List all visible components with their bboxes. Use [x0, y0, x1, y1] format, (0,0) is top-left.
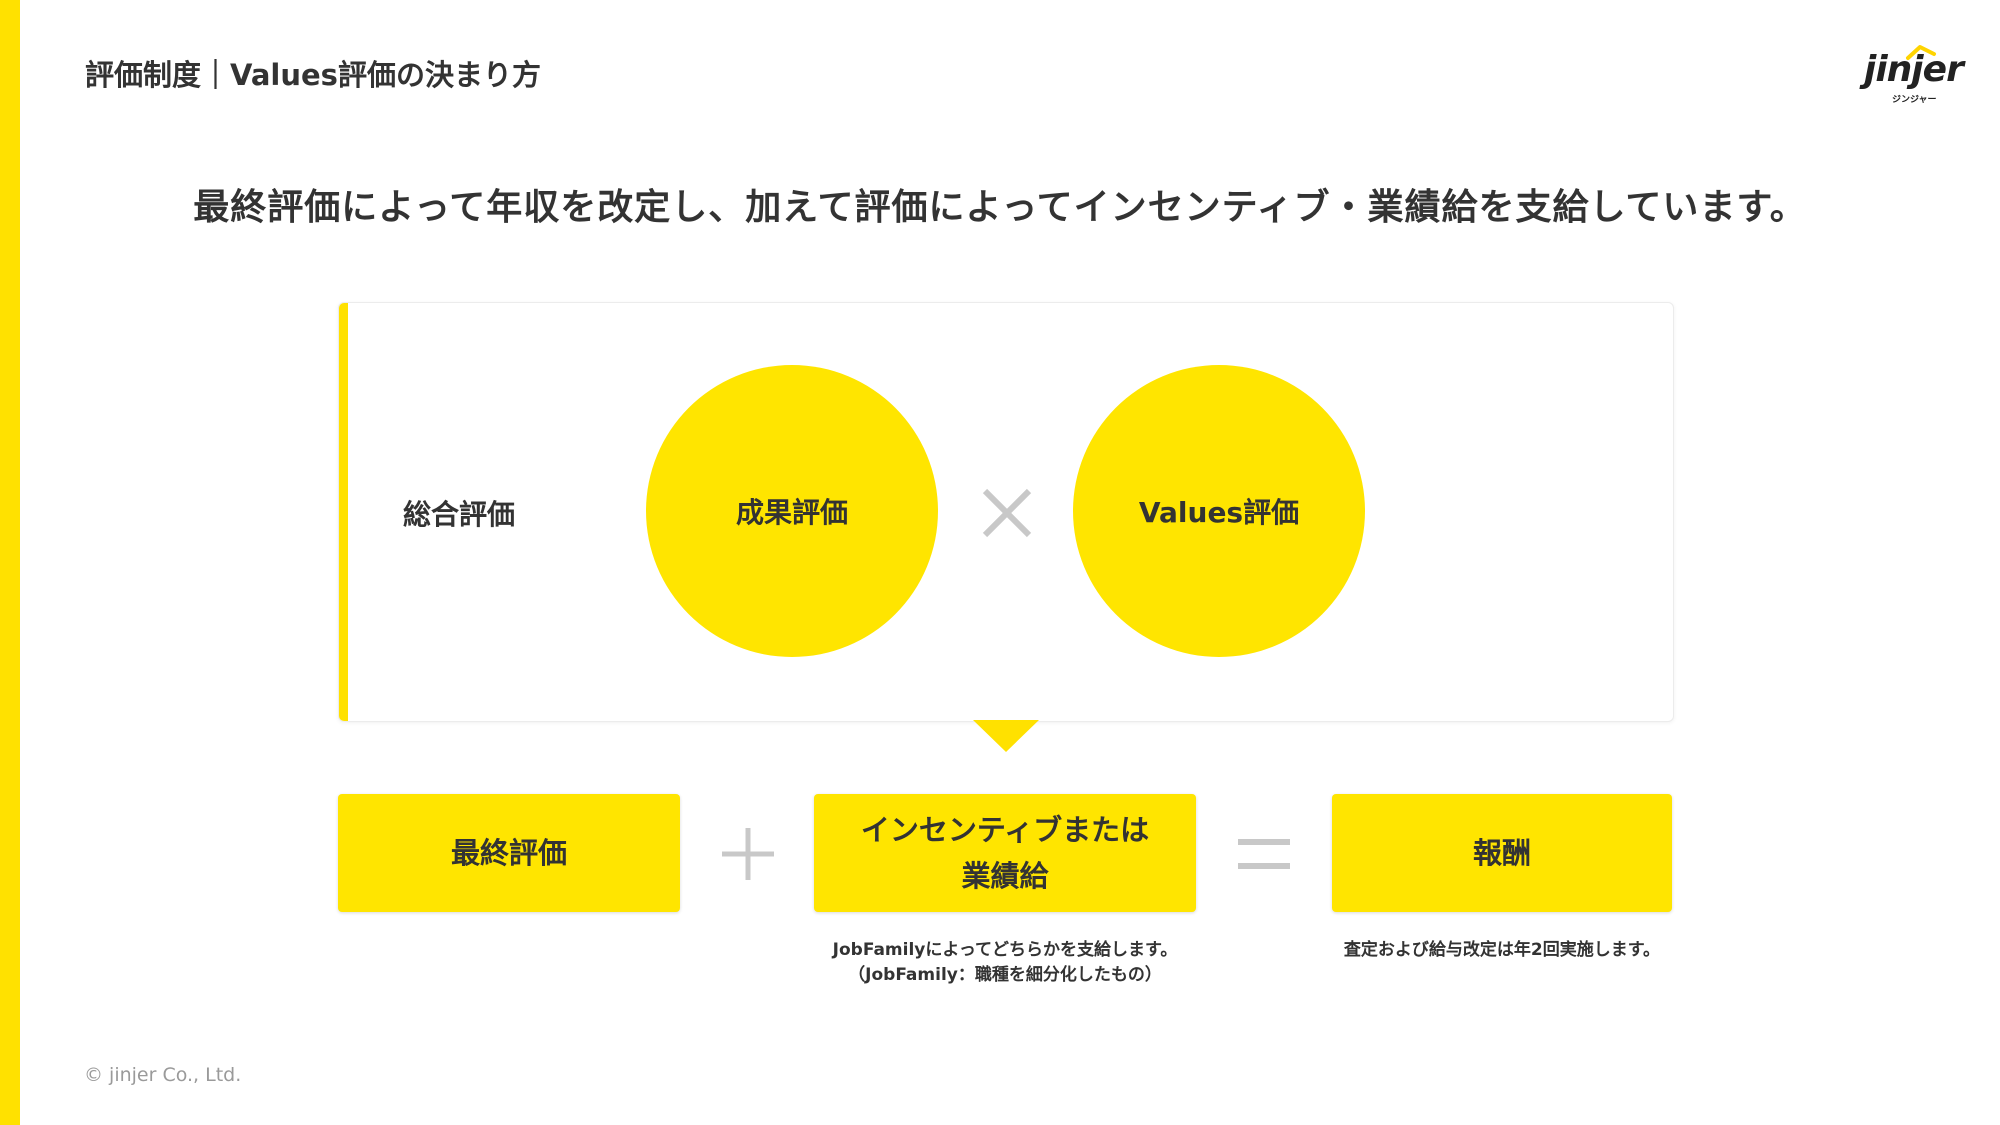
- plus-icon: [720, 826, 776, 882]
- compensation-note: 査定および給与改定は年2回実施します。: [1343, 940, 1661, 960]
- logo-roof-icon: [1906, 45, 1936, 60]
- final-evaluation-box: 最終評価: [338, 794, 680, 912]
- incentive-label-line-1: インセンティブまたは: [860, 813, 1150, 847]
- jinjer-logo: jinjer ジンジャー: [1858, 44, 1976, 110]
- copyright: © jinjer Co., Ltd.: [84, 1064, 242, 1086]
- overall-evaluation-label: 総合評価: [403, 498, 516, 531]
- final-evaluation-label: 最終評価: [450, 836, 567, 870]
- incentive-box: インセンティブまたは 業績給: [814, 794, 1196, 912]
- compensation-label: 報酬: [1472, 836, 1531, 870]
- values-evaluation-circle: Values評価: [1073, 365, 1365, 657]
- logo-subtitle: ジンジャー: [1892, 95, 1937, 105]
- overall-evaluation-panel: 総合評価 成果評価 Values評価: [338, 302, 1674, 722]
- headline: 最終評価によって年収を改定し、加えて評価によってインセンティブ・業績給を支給して…: [193, 187, 1807, 228]
- incentive-note-line-2: （JobFamily：職種を細分化したもの）: [848, 965, 1162, 985]
- accent-bar: [0, 0, 20, 1125]
- multiply-icon: [979, 485, 1035, 541]
- panel-accent-stripe: [339, 303, 348, 721]
- equals-icon: [1236, 836, 1292, 872]
- incentive-note: JobFamilyによってどちらかを支給します。 （JobFamily：職種を細…: [764, 938, 1246, 988]
- logo-wordmark: jinjer: [1864, 49, 1964, 90]
- performance-evaluation-circle: 成果評価: [646, 365, 938, 657]
- performance-evaluation-label: 成果評価: [735, 496, 848, 529]
- incentive-note-line-1: JobFamilyによってどちらかを支給します。: [832, 940, 1178, 960]
- incentive-label-line-2: 業績給: [961, 859, 1049, 893]
- down-pointer-icon: [973, 720, 1039, 752]
- compensation-box: 報酬: [1332, 794, 1672, 912]
- page-title: 評価制度｜Values評価の決まり方: [85, 58, 541, 92]
- values-evaluation-label: Values評価: [1138, 496, 1300, 529]
